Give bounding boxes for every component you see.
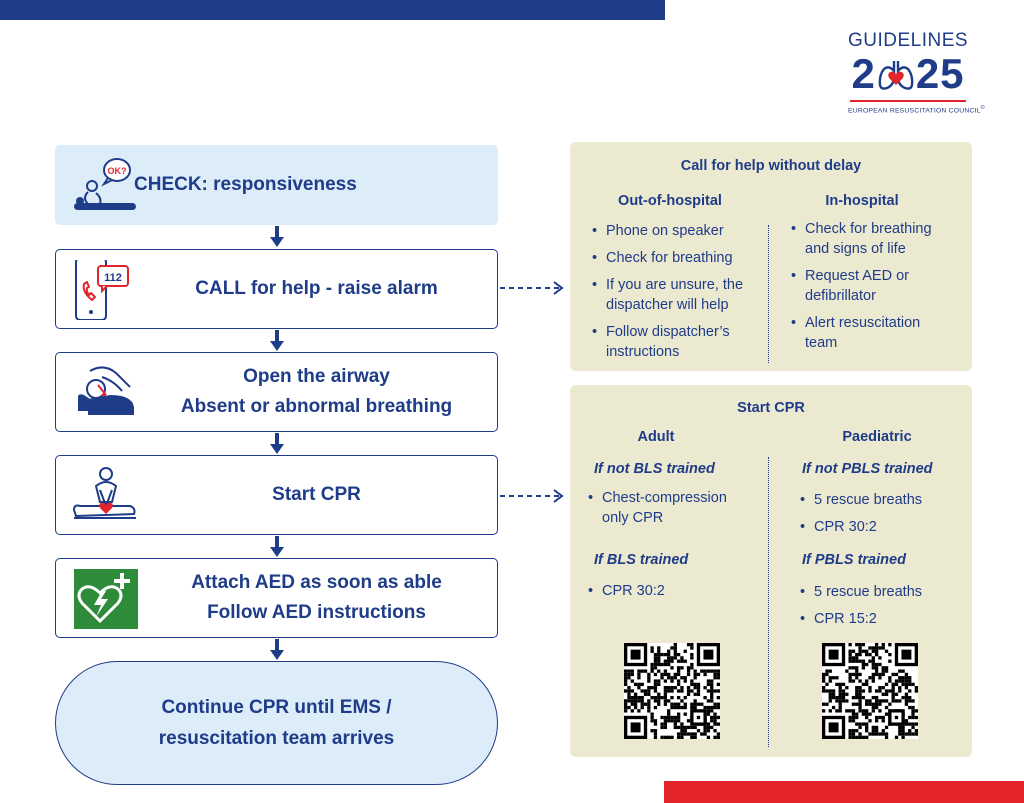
- down-arrow-3: [270, 433, 284, 454]
- step-airway-label: Open the airway Absent or abnormal breat…: [180, 366, 453, 417]
- step-check-label: CHECK: responsiveness: [134, 174, 357, 195]
- down-arrow-4: [270, 536, 284, 557]
- aed-heart-icon: [70, 567, 140, 629]
- lungs-heart-icon: [878, 61, 914, 90]
- step-call: 112 CALL for help - raise alarm: [55, 249, 498, 329]
- bls-trained-heading: If BLS trained: [594, 552, 689, 568]
- cpr-compression-icon: [70, 466, 140, 526]
- list-item: CPR 30:2: [588, 581, 760, 601]
- not-pbls-trained-heading: If not PBLS trained: [802, 461, 933, 477]
- dashed-arrow-call: [500, 281, 564, 295]
- help-column-divider: [768, 225, 769, 363]
- list-item: 5 rescue breaths: [800, 490, 966, 510]
- list-item: CPR 30:2: [800, 517, 966, 537]
- step-call-label: CALL for help - raise alarm: [195, 278, 438, 299]
- call-for-help-panel: Call for help without delay Out-of-hospi…: [570, 142, 972, 371]
- guidelines-logo: GUIDELINES 2 25 EUROPEAN RESUSCITATION C…: [848, 30, 986, 115]
- not-bls-trained-heading: If not BLS trained: [594, 461, 715, 477]
- paediatric-header: Paediatric: [842, 429, 912, 445]
- adult-qr-code[interactable]: [624, 643, 720, 739]
- copyright-mark: ©: [980, 105, 986, 111]
- step-aed-label: Attach AED as soon as able Follow AED in…: [191, 572, 442, 623]
- cpr-panel-title: Start CPR: [737, 400, 805, 416]
- emergency-number-badge: 112: [104, 272, 122, 284]
- logo-year: 2 25: [848, 52, 968, 96]
- in-hospital-header: In-hospital: [825, 193, 899, 209]
- step-cpr: Start CPR: [55, 455, 498, 535]
- pbls-trained-heading: If PBLS trained: [802, 552, 906, 568]
- down-arrow-2: [270, 330, 284, 351]
- logo-divider: [850, 100, 966, 102]
- list-item: Phone on speaker: [592, 221, 764, 241]
- paediatric-trained-list: 5 rescue breaths CPR 15:2: [800, 582, 966, 636]
- step-aed: Attach AED as soon as able Follow AED in…: [55, 558, 498, 638]
- logo-year-left: 2: [851, 50, 876, 97]
- step-cpr-label: Start CPR: [272, 484, 361, 505]
- paediatric-untrained-list: 5 rescue breaths CPR 30:2: [800, 490, 966, 544]
- out-of-hospital-header: Out-of-hospital: [618, 193, 722, 209]
- logo-title: GUIDELINES: [848, 30, 969, 51]
- phone-call-icon: 112: [70, 257, 140, 321]
- responsiveness-check-icon: OK?: [70, 156, 140, 216]
- down-arrow-5: [270, 639, 284, 660]
- out-of-hospital-list: Phone on speaker Check for breathing If …: [592, 221, 764, 369]
- list-item: Check for breathing: [592, 248, 764, 268]
- logo-subtitle: EUROPEAN RESUSCITATION COUNCIL©: [848, 105, 986, 115]
- list-item: CPR 15:2: [800, 609, 966, 629]
- airway-open-icon: [70, 363, 140, 423]
- down-arrow-1: [270, 226, 284, 247]
- adult-trained-list: CPR 30:2: [588, 581, 760, 608]
- help-panel-title: Call for help without delay: [680, 158, 862, 174]
- start-cpr-panel: Start CPR Adult Paediatric If not BLS tr…: [570, 385, 972, 757]
- step-check: OK? CHECK: responsiveness: [55, 145, 498, 225]
- cpr-column-divider: [768, 457, 769, 747]
- ok-bubble-text: OK?: [108, 166, 127, 176]
- list-item: 5 rescue breaths: [800, 582, 966, 602]
- top-header-bar: [0, 0, 665, 20]
- continue-cpr-terminal: Continue CPR until EMS / resuscitation t…: [55, 661, 498, 785]
- bottom-accent-bar: [664, 781, 1024, 803]
- step-airway: Open the airway Absent or abnormal breat…: [55, 352, 498, 432]
- logo-year-right: 25: [915, 50, 965, 97]
- paediatric-qr-code[interactable]: [822, 643, 918, 739]
- dashed-arrow-cpr: [500, 489, 564, 503]
- adult-header: Adult: [637, 429, 675, 445]
